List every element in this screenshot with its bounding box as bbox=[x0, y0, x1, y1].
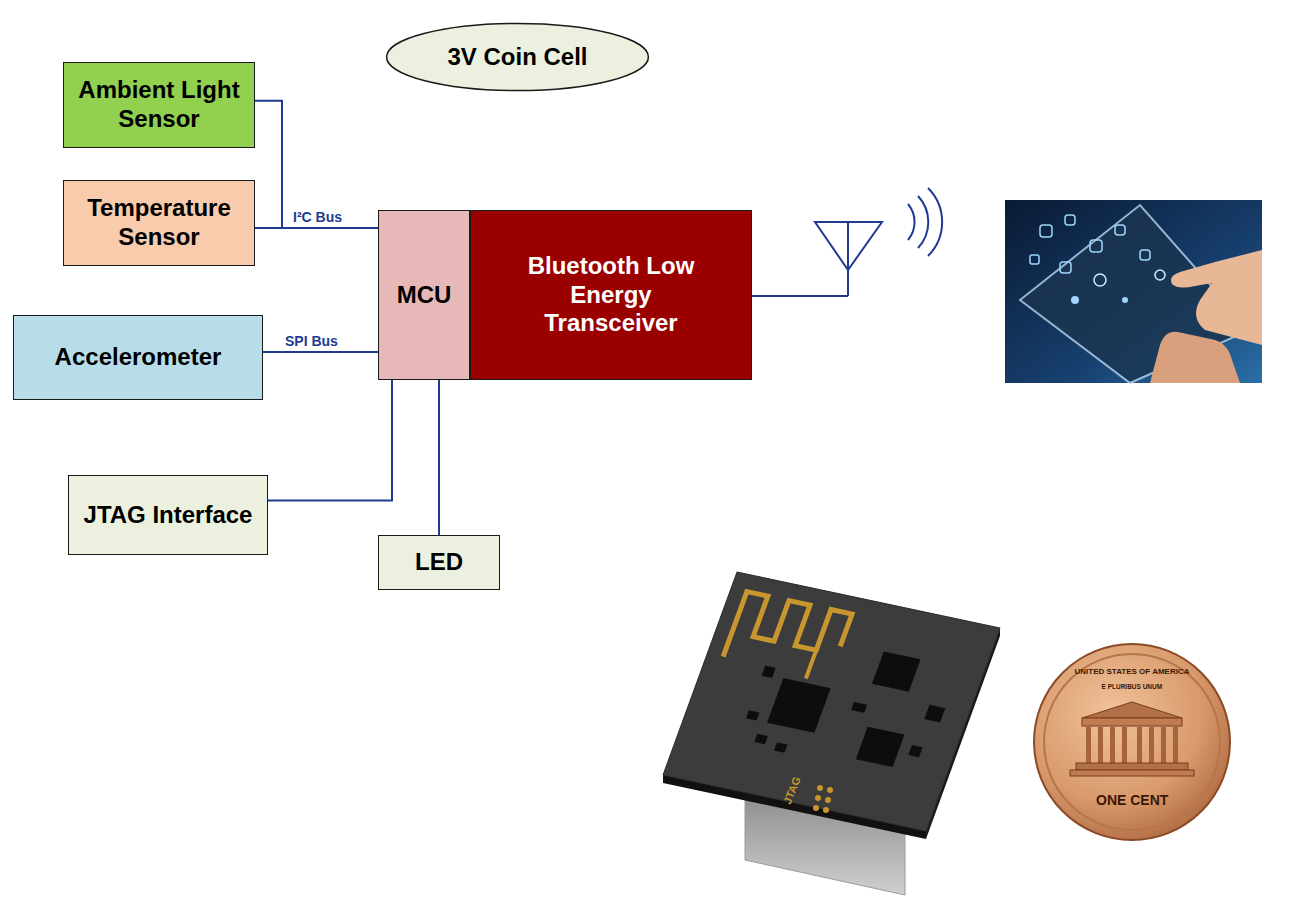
coin-body bbox=[1034, 644, 1230, 840]
pcb-illustration bbox=[663, 572, 1000, 895]
bus-wire bbox=[263, 351, 378, 353]
pcb-component bbox=[908, 745, 922, 757]
pcb-component bbox=[746, 710, 759, 720]
jtag-pad bbox=[815, 795, 821, 801]
memorial-frieze bbox=[1082, 718, 1182, 726]
glow-dot bbox=[1122, 297, 1128, 303]
bus-wire bbox=[268, 380, 392, 501]
memorial-column bbox=[1086, 727, 1091, 763]
pcb-feed-trace bbox=[806, 650, 816, 678]
memorial-column bbox=[1161, 727, 1166, 763]
node-text: Temperature Sensor bbox=[74, 194, 244, 252]
memorial-column bbox=[1149, 727, 1154, 763]
node-text: Ambient Light Sensor bbox=[74, 76, 244, 134]
app-icon bbox=[1094, 274, 1106, 286]
app-icon bbox=[1140, 250, 1150, 260]
photo-background bbox=[1005, 200, 1262, 383]
pcb-component bbox=[762, 666, 776, 678]
memorial-column bbox=[1110, 727, 1115, 763]
node-text: MCU bbox=[397, 281, 452, 310]
hand bbox=[1150, 332, 1240, 383]
node-text: 3V Coin Cell bbox=[447, 43, 587, 72]
pcb-chip bbox=[872, 651, 921, 691]
coin-inscription: ONE CENT bbox=[1096, 793, 1168, 807]
app-icon bbox=[1090, 240, 1102, 252]
memorial-steps bbox=[1076, 763, 1188, 770]
tablet-photo bbox=[1005, 200, 1262, 383]
pcb-board bbox=[663, 572, 1000, 831]
hand bbox=[1171, 250, 1262, 345]
led-box: LED bbox=[378, 535, 500, 590]
bus-wire bbox=[438, 380, 440, 535]
pcb-chip bbox=[856, 727, 905, 767]
bus-label: I²C Bus bbox=[291, 210, 344, 225]
coin-inscription: UNITED STATES OF AMERICA bbox=[1075, 668, 1190, 676]
bus-label: SPI Bus bbox=[283, 334, 340, 349]
coin-inscription: E PLURIBUS UNUM bbox=[1102, 684, 1163, 691]
silkscreen-label: JTAG bbox=[781, 775, 802, 806]
memorial-steps bbox=[1070, 770, 1194, 776]
transceiver-box: Bluetooth Low Energy Transceiver bbox=[470, 210, 752, 380]
sensor-box: Temperature Sensor bbox=[63, 180, 255, 266]
app-icon bbox=[1040, 225, 1052, 237]
pcb-component bbox=[774, 742, 787, 752]
ellipse-shape bbox=[387, 23, 649, 90]
node-text: Bluetooth Low Energy Transceiver bbox=[507, 252, 715, 338]
memorial-column bbox=[1137, 727, 1142, 763]
sensor-box: Ambient Light Sensor bbox=[63, 62, 255, 148]
memorial-column bbox=[1098, 727, 1103, 763]
coin-rim bbox=[1044, 654, 1220, 830]
app-icon bbox=[1155, 270, 1165, 280]
pcb-chip bbox=[767, 678, 831, 733]
radio-wave bbox=[918, 196, 928, 248]
node-text: LED bbox=[415, 548, 463, 577]
antenna-feed bbox=[752, 295, 848, 297]
antenna-stem bbox=[847, 222, 849, 296]
app-icon bbox=[1115, 225, 1125, 235]
bus-wire bbox=[255, 101, 378, 228]
memorial-roof bbox=[1082, 702, 1182, 718]
pcb-component bbox=[924, 705, 945, 723]
jtag-pad bbox=[823, 807, 829, 813]
pcb-antenna-trace bbox=[723, 592, 852, 679]
app-icon bbox=[1065, 215, 1075, 225]
app-icon bbox=[1060, 262, 1071, 273]
glow-dot bbox=[1071, 296, 1079, 304]
radio-wave bbox=[908, 204, 915, 240]
jtag-pad bbox=[825, 797, 831, 803]
pcb-component bbox=[754, 734, 767, 744]
antenna-symbol bbox=[815, 222, 882, 270]
jtag-pad bbox=[813, 805, 819, 811]
bus-wire bbox=[255, 227, 378, 229]
pcb-component bbox=[851, 702, 867, 713]
app-icon bbox=[1030, 255, 1039, 264]
power-ellipse: 3V Coin Cell bbox=[385, 22, 650, 92]
memorial-column bbox=[1122, 727, 1127, 763]
jtag-pad bbox=[827, 787, 833, 793]
node-text: JTAG Interface bbox=[84, 501, 253, 530]
radio-wave bbox=[928, 188, 942, 256]
interface-box: JTAG Interface bbox=[68, 475, 268, 555]
penny-illustration bbox=[1034, 644, 1230, 840]
sensor-box: Accelerometer bbox=[13, 315, 263, 400]
node-text: Accelerometer bbox=[55, 343, 222, 372]
jtag-pad bbox=[817, 785, 823, 791]
memorial-column bbox=[1173, 727, 1178, 763]
mcu-box: MCU bbox=[378, 210, 470, 380]
